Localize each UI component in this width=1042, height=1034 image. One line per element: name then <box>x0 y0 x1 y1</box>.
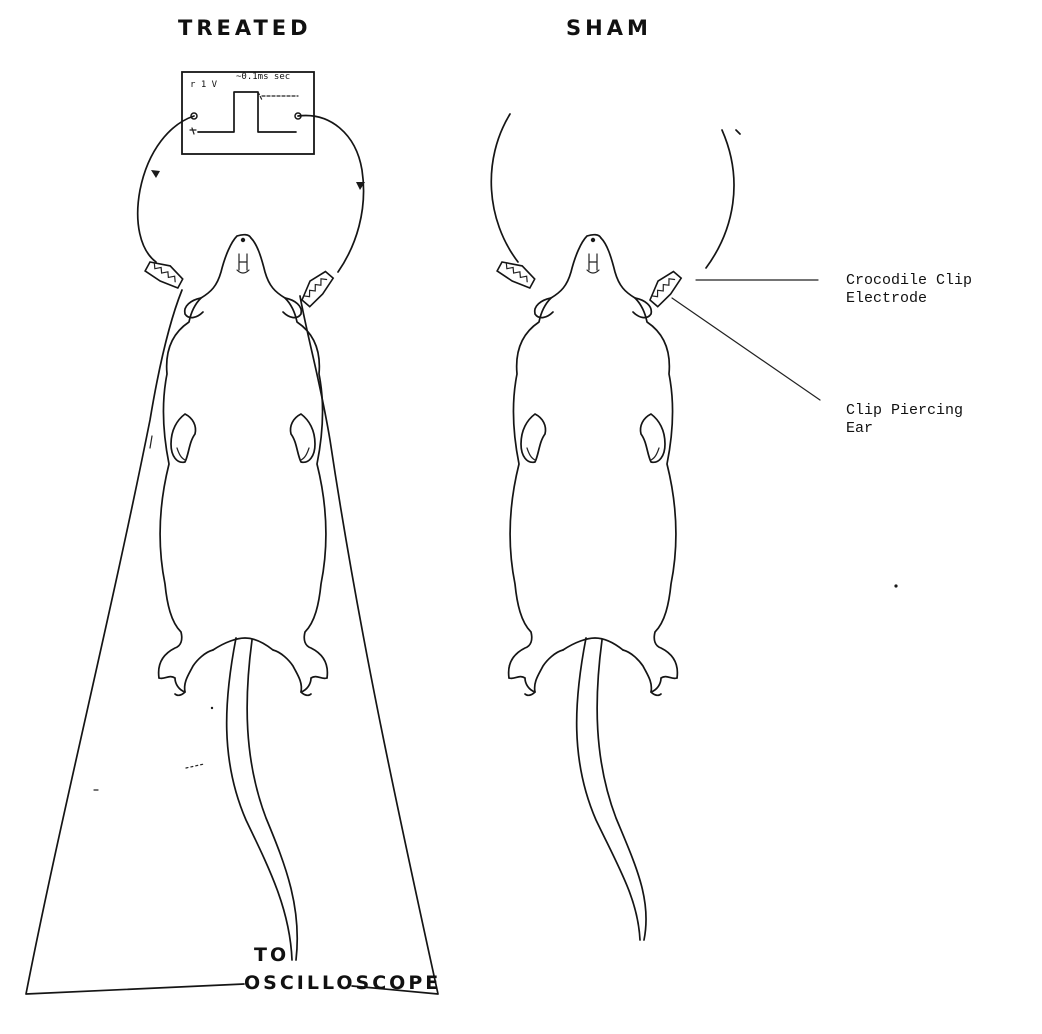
treated-header: TREATED <box>178 16 312 40</box>
label-crocodile-clip-line1: Crocodile Clip <box>846 272 972 290</box>
sham-wire-loop <box>491 114 740 268</box>
sham-tail <box>577 638 646 940</box>
sham-header: SHAM <box>566 16 652 40</box>
scope-wire-left <box>26 290 244 994</box>
to-label: TO <box>254 944 289 966</box>
stimulator-pulse-label: ~0.1ms sec <box>236 72 290 82</box>
treated-tail <box>227 638 298 960</box>
label-crocodile-clip: Crocodile Clip Electrode <box>846 272 972 308</box>
label-clip-piercing: Clip Piercing Ear <box>846 402 963 438</box>
stimulator-label: r 1 V <box>190 80 217 90</box>
sham-rat <box>491 114 740 940</box>
label-clip-piercing-line1: Clip Piercing <box>846 402 963 420</box>
label-clip-piercing-line2: Ear <box>846 420 963 438</box>
scope-wire-right <box>300 296 438 994</box>
leader-clip-piercing <box>672 298 820 400</box>
label-crocodile-clip-line2: Electrode <box>846 290 972 308</box>
treated-rat <box>26 72 438 994</box>
oscilloscope-label: OSCILLOSCOPE <box>244 972 441 994</box>
